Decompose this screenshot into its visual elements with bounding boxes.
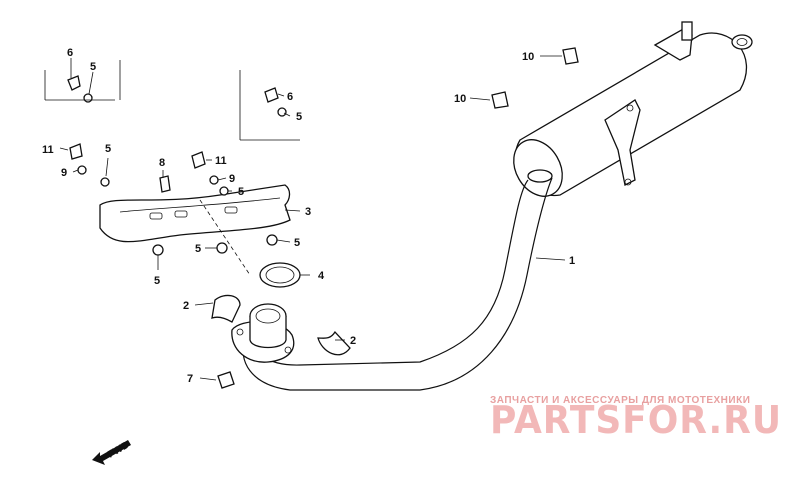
callout-6-b: 6: [287, 91, 293, 103]
callout-11-a: 11: [42, 144, 54, 156]
heat-protector: [99, 184, 291, 243]
callout-5-c: 5: [105, 143, 111, 155]
exhaust-flange: [231, 303, 295, 363]
gasket: [259, 262, 301, 288]
callout-9-a: 9: [61, 167, 67, 179]
fwd-label: FWD: [106, 440, 131, 461]
callout-2-left: 2: [183, 300, 189, 312]
callout-5-e: 5: [195, 243, 201, 255]
callout-8: 8: [159, 157, 165, 169]
callout-labels: 1 2 2 3 4 5 5 5 5 5 5 5 6 6 7 8 9 9 10 1…: [42, 47, 575, 385]
collar-clamp-right: [317, 330, 351, 356]
watermark-subtitle: ЗАПЧАСТИ И АКСЕССУАРЫ ДЛЯ МОТОТЕХНИКИ: [490, 395, 750, 406]
fwd-direction-marker: FWD: [92, 440, 131, 465]
callout-4: 4: [318, 270, 325, 282]
collar-clamp-left: [211, 294, 241, 323]
callout-10-a: 10: [522, 51, 534, 63]
callout-9-b: 9: [229, 173, 235, 185]
callout-1: 1: [569, 255, 575, 267]
callout-5-d: 5: [238, 186, 244, 198]
callout-5-b: 5: [296, 111, 302, 123]
fwd-arrow-icon: [92, 440, 131, 465]
callout-11-b: 11: [215, 155, 227, 167]
callout-6-a: 6: [67, 47, 73, 59]
watermark: ЗАПЧАСТИ И АКСЕССУАРЫ ДЛЯ МОТОТЕХНИКИ PA…: [490, 395, 782, 442]
callout-3: 3: [305, 206, 311, 218]
leader-lines: [44, 55, 566, 381]
callout-10-b: 10: [454, 93, 466, 105]
callout-5-a: 5: [90, 61, 96, 73]
hardware: [67, 47, 579, 389]
callout-2-right: 2: [350, 335, 356, 347]
callout-7: 7: [187, 373, 193, 385]
watermark-logo: PARTSFOR.RU: [490, 398, 782, 442]
callout-5-f: 5: [294, 237, 300, 249]
muffler: [513, 21, 753, 197]
callout-5-g: 5: [154, 275, 160, 287]
